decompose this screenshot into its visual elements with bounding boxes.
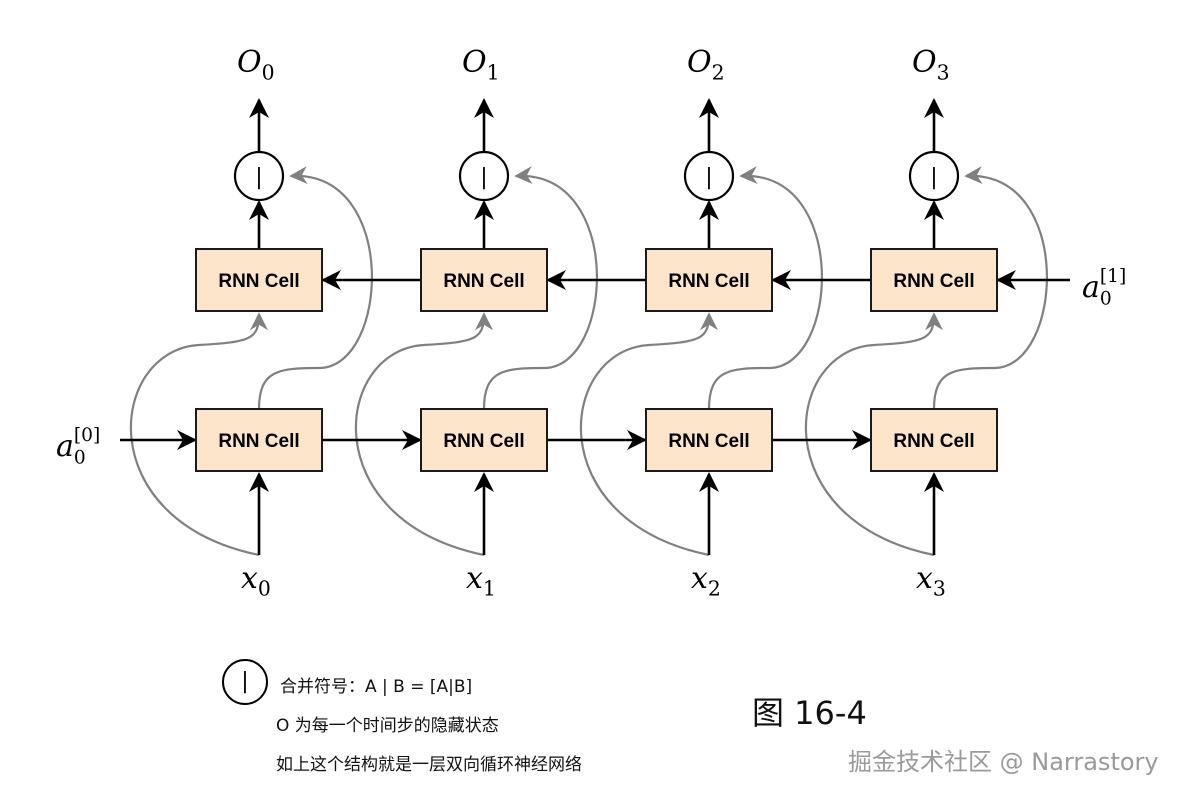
backward-rnn-cell-1: RNN Cell — [420, 248, 548, 312]
rnn-cell-label: RNN Cell — [218, 271, 299, 292]
merge-symbol-0: | — [255, 165, 262, 190]
forward-cell-to-merge-link-1 — [482, 166, 598, 410]
backward-rnn-cell-2-box — [645, 248, 773, 312]
rnn-cell-label: RNN Cell — [443, 431, 524, 452]
input-to-backward-cell-link-3 — [804, 312, 943, 557]
rnn-cell-label: RNN Cell — [443, 271, 524, 292]
forward-rnn-cell-1: RNN Cell — [420, 408, 548, 472]
merge-symbol-1: | — [480, 165, 487, 190]
legend-line-hidden-state: O 为每一个时间步的隐藏状态 — [276, 716, 499, 736]
legend-line-structure: 如上这个结构就是一层双向循环神经网络 — [276, 755, 582, 775]
input-label-1: x1 — [466, 561, 496, 601]
legend-line-merge: 合并符号：A | B = [A|B] — [280, 677, 473, 697]
backward-initial-state-label: a[1]0 — [1082, 266, 1126, 310]
output-label-3: O3 — [912, 45, 950, 85]
input-to-backward-cell-link-1 — [354, 312, 493, 557]
legend-merge-symbol: | — [241, 669, 249, 694]
output-label-0: O0 — [237, 45, 275, 85]
figure-label: 图 16-4 — [752, 694, 867, 732]
legend-merge-icon: | — [222, 659, 268, 705]
rnn-cell-label: RNN Cell — [893, 431, 974, 452]
merge-operator-0 — [233, 150, 285, 202]
input-to-backward-cell-link-2 — [579, 312, 718, 557]
rnn-cell-label: RNN Cell — [668, 271, 749, 292]
merge-operator-3 — [908, 150, 960, 202]
forward-cell-to-merge-link-2 — [707, 166, 823, 410]
input-label-2: x2 — [691, 561, 721, 601]
merge-operator-2 — [683, 150, 735, 202]
merge-operator-1 — [458, 150, 510, 202]
concat-connections — [129, 166, 1048, 557]
forward-cell-to-merge-link-0 — [257, 166, 373, 410]
merge-symbol-3: | — [930, 165, 937, 190]
forward-rnn-cell-0: RNN Cell — [195, 408, 323, 472]
rnn-cell-label: RNN Cell — [218, 431, 299, 452]
watermark: 掘金技术社区 @ Narrastory — [848, 748, 1159, 776]
input-label-0: x0 — [241, 561, 271, 601]
forward-rnn-cell-2: RNN Cell — [645, 408, 773, 472]
input-to-backward-cell-link-0 — [129, 312, 268, 557]
output-label-1: O1 — [462, 45, 500, 85]
forward-initial-state-label: a[0]0 — [56, 425, 100, 469]
backward-rnn-cell-0: RNN Cell — [195, 248, 323, 312]
rnn-cell-label: RNN Cell — [668, 431, 749, 452]
merge-symbol-2: | — [705, 165, 712, 190]
backward-rnn-cell-2: RNN Cell — [645, 248, 773, 312]
forward-rnn-cell-2-box — [645, 408, 773, 472]
forward-rnn-cell-0-box — [195, 408, 323, 472]
output-label-2: O2 — [687, 45, 725, 85]
backward-rnn-cell-0-box — [195, 248, 323, 312]
rnn-cell-label: RNN Cell — [893, 271, 974, 292]
forward-cell-to-merge-link-3 — [932, 166, 1048, 410]
forward-rnn-cell-3-box — [870, 408, 998, 472]
input-label-3: x3 — [916, 561, 946, 601]
backward-rnn-cell-3: RNN Cell — [870, 248, 998, 312]
forward-rnn-cell-1-box — [420, 408, 548, 472]
backward-rnn-cell-3-box — [870, 248, 998, 312]
labels: O0 O1 O2 O3 x0 x1 x2 x3 a[0]0 a[1]0 — [56, 45, 1126, 601]
flow-arrows — [120, 98, 1070, 555]
backward-rnn-cell-1-box — [420, 248, 548, 312]
forward-rnn-cell-3: RNN Cell — [870, 408, 998, 472]
